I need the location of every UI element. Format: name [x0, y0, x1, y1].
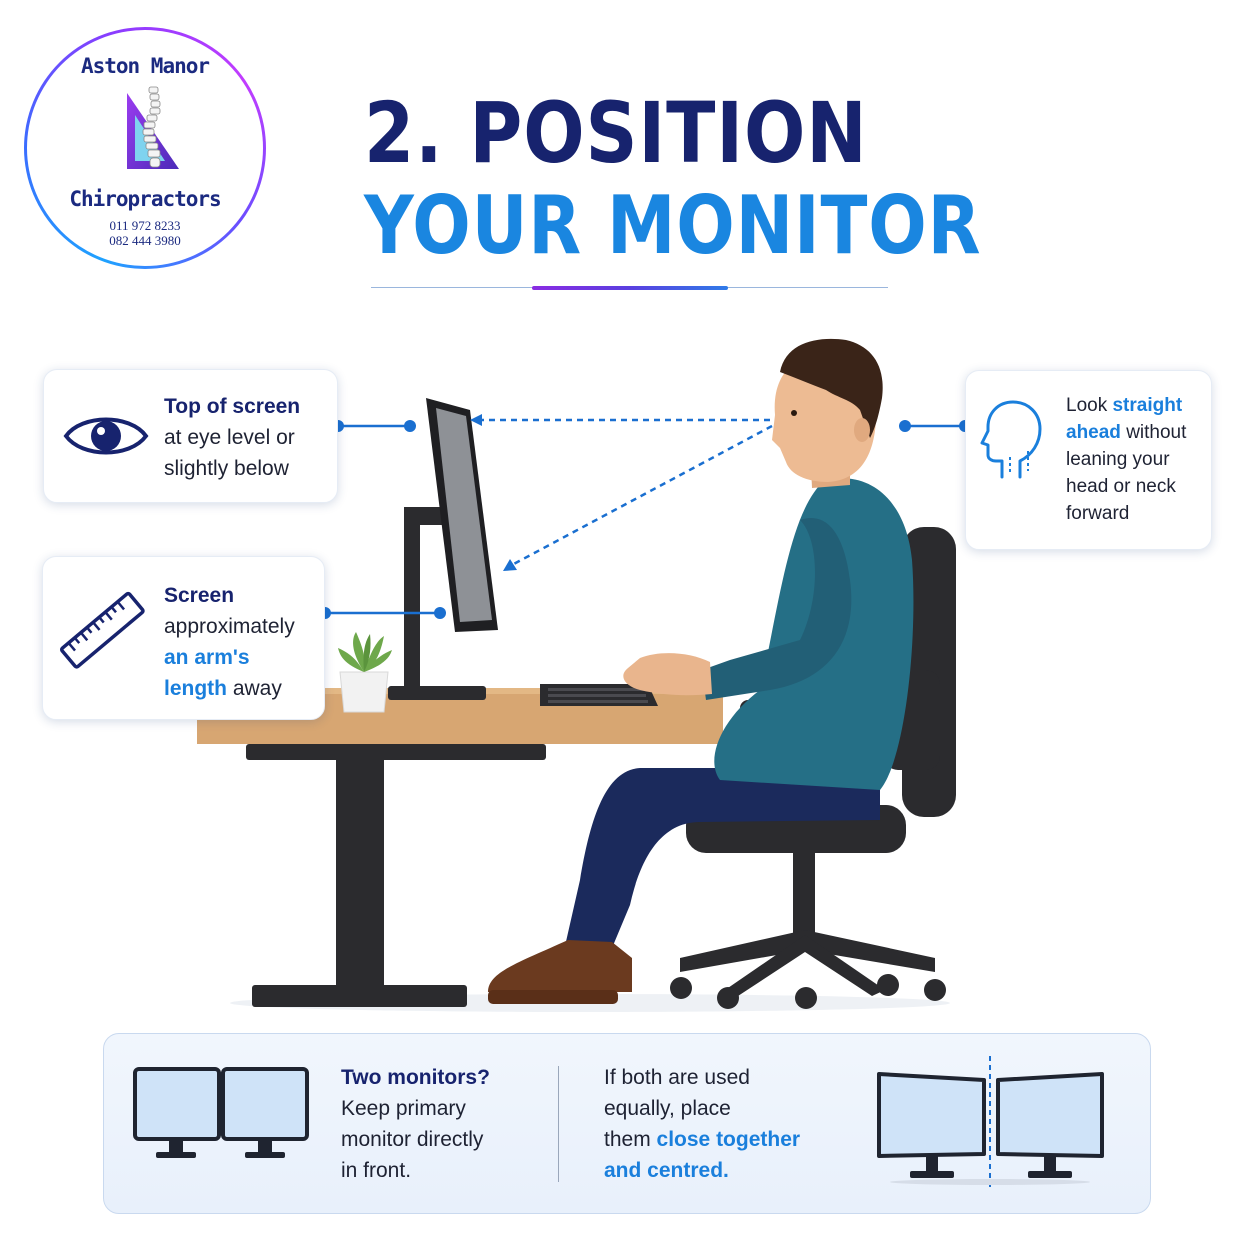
distance-callout-line-2: approximately [164, 615, 295, 638]
ruler-icon [60, 591, 145, 669]
tip-primary-line-1: Keep primary [341, 1097, 466, 1120]
tip-primary-heading: Two monitors? [341, 1066, 490, 1089]
tip-primary-line-2: monitor directly [341, 1128, 484, 1151]
distance-callout-heading: Screen [164, 584, 235, 607]
gaze-callout-highlight-1: straight [1112, 395, 1183, 416]
callout-arms-length: Screen approximately an arm's length awa… [42, 556, 325, 720]
gaze-callout-lead: Look [1066, 395, 1113, 416]
head-profile-icon [980, 400, 1042, 479]
monitor-stand [404, 507, 420, 689]
tip-equal-line-1: If both are used [604, 1066, 750, 1089]
sweater-arm [702, 518, 852, 700]
logo-name-bottom: Chiropractors [69, 187, 221, 211]
callout-eye-level: Top of screen at eye level or slightly b… [43, 369, 338, 503]
tips-divider [558, 1066, 559, 1182]
callout-look-straight: Look straight ahead without leaning your… [965, 370, 1212, 550]
plant-pot [339, 671, 389, 713]
distance-callout-highlight-2: length [164, 677, 227, 700]
centered-monitors-icon [877, 1056, 1104, 1188]
tip-equal: If both are used equally, place them clo… [604, 1062, 800, 1186]
gaze-callout-highlight-2: ahead [1066, 422, 1121, 443]
gaze-callout-line-5: forward [1066, 503, 1130, 524]
tip-primary-line-3: in front. [341, 1159, 412, 1182]
logo-phone-1: 011 972 8233 [109, 218, 181, 233]
gaze-callout-line-4: head or neck [1066, 476, 1176, 497]
distance-callout-tail: away [227, 677, 282, 700]
clinic-logo: Aston Manor Chir [24, 27, 266, 269]
trousers [565, 768, 880, 948]
gaze-callout-line-3: leaning your [1066, 449, 1170, 470]
distance-callout-highlight-1: an arm's [164, 646, 250, 669]
eye-callout-line-1: at eye level or [164, 426, 295, 449]
desk-leg [336, 760, 384, 988]
plant-leaves [338, 632, 392, 672]
logo-name-top: Aston Manor [80, 54, 210, 78]
hair [780, 338, 883, 438]
eye-callout-heading: Top of screen [164, 395, 301, 418]
desk-frame [246, 744, 546, 760]
eye-callout-line-2: slightly below [164, 457, 289, 480]
spine-triangle-icon [127, 86, 179, 169]
tip-primary: Two monitors? Keep primary monitor direc… [341, 1062, 490, 1186]
sightline-bottom [509, 424, 773, 568]
two-monitors-icon [133, 1067, 309, 1158]
tip-equal-line-3-lead: them [604, 1128, 657, 1151]
monitor-screen [436, 408, 492, 622]
desk-foot [252, 985, 467, 1007]
page-title-line-1: 2. POSITION [364, 84, 868, 182]
monitor-base [388, 686, 486, 700]
eye-icon [63, 417, 149, 455]
eye [791, 410, 797, 416]
tip-equal-line-2: equally, place [604, 1097, 731, 1120]
tip-equal-highlight-1: close together [656, 1128, 801, 1151]
gaze-callout-tail: without [1120, 422, 1187, 443]
hand [623, 653, 712, 696]
logo-phone-2: 082 444 3980 [109, 233, 181, 248]
page-title-line-2: YOUR MONITOR [364, 179, 982, 272]
title-divider-accent [532, 286, 728, 290]
tip-equal-highlight-2: and centred. [604, 1159, 729, 1182]
shoe [488, 940, 632, 992]
